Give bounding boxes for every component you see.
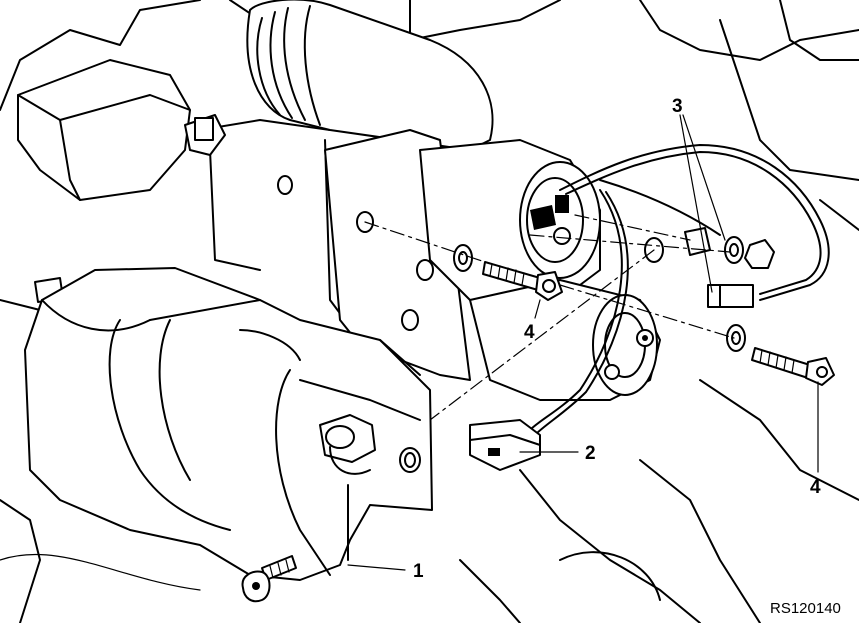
- starter-motor-foreground: [24, 267, 433, 581]
- bolt-1: [241, 555, 297, 603]
- callout-2: 2: [585, 443, 596, 464]
- bolt-4-lower: [751, 347, 835, 386]
- connector-3: [707, 284, 754, 308]
- starter-armature: [469, 279, 661, 401]
- wiring-harness: [529, 144, 830, 435]
- bolt-4-upper: [482, 261, 563, 301]
- reference-code: RS120140: [770, 600, 841, 617]
- callout-4-upper: 4: [524, 322, 535, 343]
- leader-lines: [347, 114, 819, 571]
- callout-3: 3: [672, 96, 683, 117]
- relay-box: [17, 59, 226, 201]
- callout-4-lower: 4: [810, 477, 821, 498]
- coolant-pipe: [246, 0, 494, 151]
- connector-2: [469, 419, 541, 471]
- callout-1: 1: [413, 561, 424, 582]
